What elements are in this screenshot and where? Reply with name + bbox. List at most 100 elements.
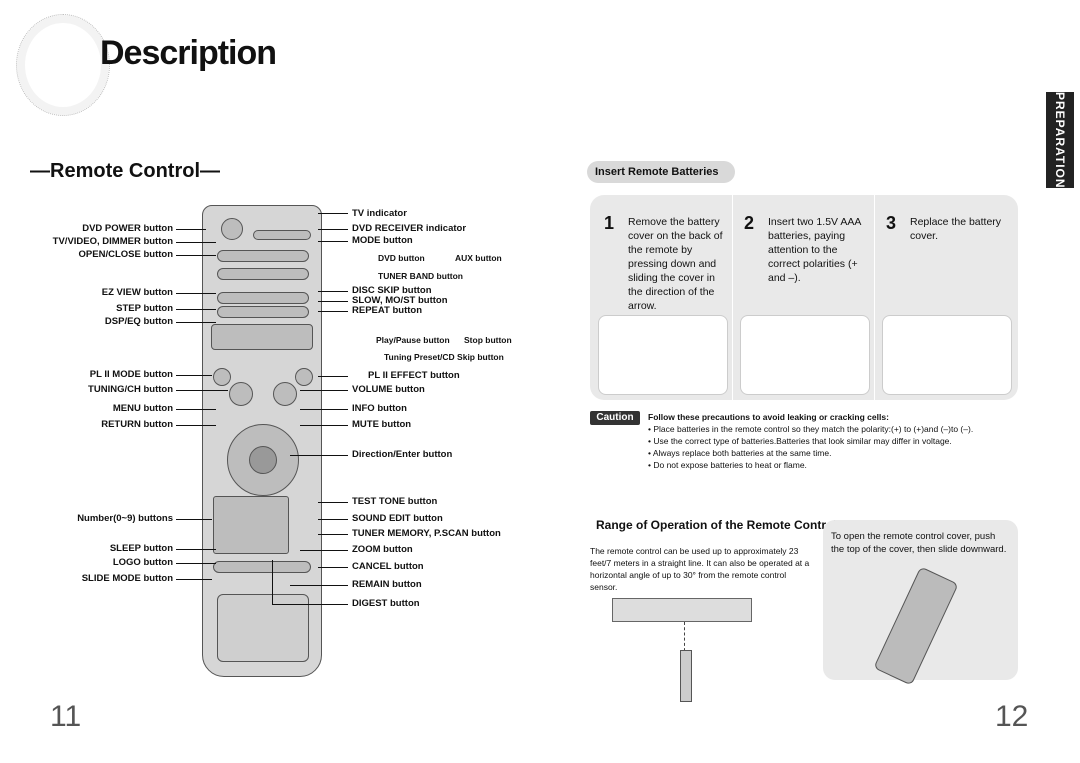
- label-mute: MUTE button: [352, 419, 412, 430]
- leader-line: [318, 567, 348, 568]
- label-stop: Stop button: [464, 335, 512, 345]
- label-step: STEP button: [116, 303, 173, 314]
- leader-line: [176, 255, 216, 256]
- label-info: INFO button: [352, 403, 407, 414]
- label-dvd-power: DVD POWER button: [82, 223, 173, 234]
- page-title: Description: [100, 34, 277, 72]
- step-key-row: [217, 306, 309, 318]
- page-number-left: 11: [50, 700, 82, 733]
- label-ez-view: EZ VIEW button: [101, 287, 173, 298]
- remote-back-cover-image: [598, 315, 728, 395]
- preparation-tab: PREPARATION: [1046, 92, 1074, 189]
- leader-line: [318, 241, 348, 242]
- label-slow-most: SLOW, MO/ST button: [352, 295, 448, 306]
- leader-line: [318, 213, 348, 214]
- label-open-close: OPEN/CLOSE button: [78, 249, 173, 260]
- leader-line: [176, 579, 212, 580]
- label-dsp-eq: DSP/EQ button: [104, 316, 173, 327]
- label-cancel: CANCEL button: [352, 561, 424, 572]
- range-heading: Range of Operation of the Remote Control: [596, 518, 837, 532]
- tuning-key: [229, 382, 253, 406]
- leader-line: [176, 563, 216, 564]
- label-mode: MODE button: [352, 235, 413, 246]
- caution-item: • Always replace both batteries at the s…: [648, 448, 832, 458]
- volume-key: [273, 382, 297, 406]
- leader-line: [300, 409, 348, 410]
- bottom-key-row: [213, 561, 311, 573]
- leader-line: [318, 301, 348, 302]
- skip-key-row: [217, 292, 309, 304]
- pl2-effect-key: [295, 368, 313, 386]
- remote-lower-body: [217, 594, 309, 662]
- decorative-circle: [16, 14, 110, 116]
- receiver-unit-image: [612, 598, 752, 622]
- cover-note-panel: To open the remote control cover, push t…: [823, 520, 1018, 686]
- label-digest: DIGEST button: [352, 598, 420, 609]
- leader-line: [176, 375, 212, 376]
- label-return: RETURN button: [101, 419, 173, 430]
- leader-line: [176, 229, 206, 230]
- top-key-row-2: [217, 268, 309, 280]
- leader-line: [318, 291, 348, 292]
- label-test-tone: TEST TONE button: [352, 496, 438, 507]
- leader-line: [290, 585, 348, 586]
- label-tuner-memory: TUNER MEMORY, P.SCAN button: [352, 528, 501, 539]
- label-direction-enter: Direction/Enter button: [352, 449, 453, 460]
- leader-line: [176, 519, 212, 520]
- label-dvd-receiver-indicator: DVD RECEIVER indicator: [352, 223, 467, 234]
- label-logo: LOGO button: [112, 557, 173, 568]
- step-text: Insert two 1.5V AAA batteries, paying at…: [768, 216, 861, 284]
- label-tv-indicator: TV indicator: [352, 208, 407, 219]
- label-numbers: Number(0~9) buttons: [77, 513, 173, 524]
- leader-line: [176, 322, 216, 323]
- battery-steps-panel: 1 Remove the battery cover on the back o…: [590, 195, 1018, 400]
- transport-keys: [211, 324, 313, 350]
- leader-line: [300, 390, 348, 391]
- label-slide-mode: SLIDE MODE button: [81, 573, 173, 584]
- top-key-row: [217, 250, 309, 262]
- number-keypad: [213, 496, 289, 554]
- label-dvd-button: DVD button: [378, 253, 425, 263]
- label-aux-button: AUX button: [455, 253, 502, 263]
- cover-note-text: To open the remote control cover, push t…: [831, 531, 1007, 555]
- label-menu: MENU button: [112, 403, 173, 414]
- leader-line: [176, 242, 216, 243]
- small-remote-image: [680, 650, 692, 702]
- insert-batteries-heading: Insert Remote Batteries: [587, 161, 735, 183]
- divider: [874, 195, 875, 400]
- leader-line: [300, 550, 348, 551]
- label-tuning-preset: Tuning Preset/CD Skip button: [384, 352, 504, 362]
- step-number: 3: [886, 213, 897, 233]
- power-key: [221, 218, 243, 240]
- step-number: 1: [604, 213, 615, 233]
- leader-line: [176, 409, 216, 410]
- leader-line: [176, 390, 228, 391]
- leader-line: [176, 425, 216, 426]
- label-sleep: SLEEP button: [109, 543, 173, 554]
- leader-line: [176, 309, 216, 310]
- section-title: —Remote Control—: [30, 160, 220, 182]
- divider: [732, 195, 733, 400]
- leader-line: [318, 376, 348, 377]
- caution-item: • Place batteries in the remote control …: [648, 424, 974, 434]
- label-repeat: REPEAT button: [352, 305, 423, 316]
- label-volume: VOLUME button: [352, 384, 425, 395]
- caution-item: • Use the correct type of batteries.Batt…: [648, 436, 952, 446]
- label-sound-edit: SOUND EDIT button: [352, 513, 443, 524]
- leader-line: [290, 455, 348, 456]
- remote-control-illustration: [202, 205, 322, 677]
- label-pl2-effect: PL II EFFECT button: [368, 370, 460, 381]
- step-text: Remove the battery cover on the back of …: [628, 216, 723, 312]
- caution-item: • Do not expose batteries to heat or fla…: [648, 460, 807, 470]
- leader-line: [176, 549, 216, 550]
- label-pl2-mode: PL II MODE button: [89, 369, 173, 380]
- label-tuner-band: TUNER BAND button: [378, 271, 463, 281]
- leader-line: [318, 534, 348, 535]
- label-play-pause: Play/Pause button: [376, 335, 450, 345]
- leader-line: [300, 425, 348, 426]
- leader-line: [318, 502, 348, 503]
- leader-line: [272, 560, 273, 604]
- indicator-strip: [253, 230, 311, 240]
- remote-cover-image: [873, 566, 959, 686]
- label-zoom: ZOOM button: [352, 544, 413, 555]
